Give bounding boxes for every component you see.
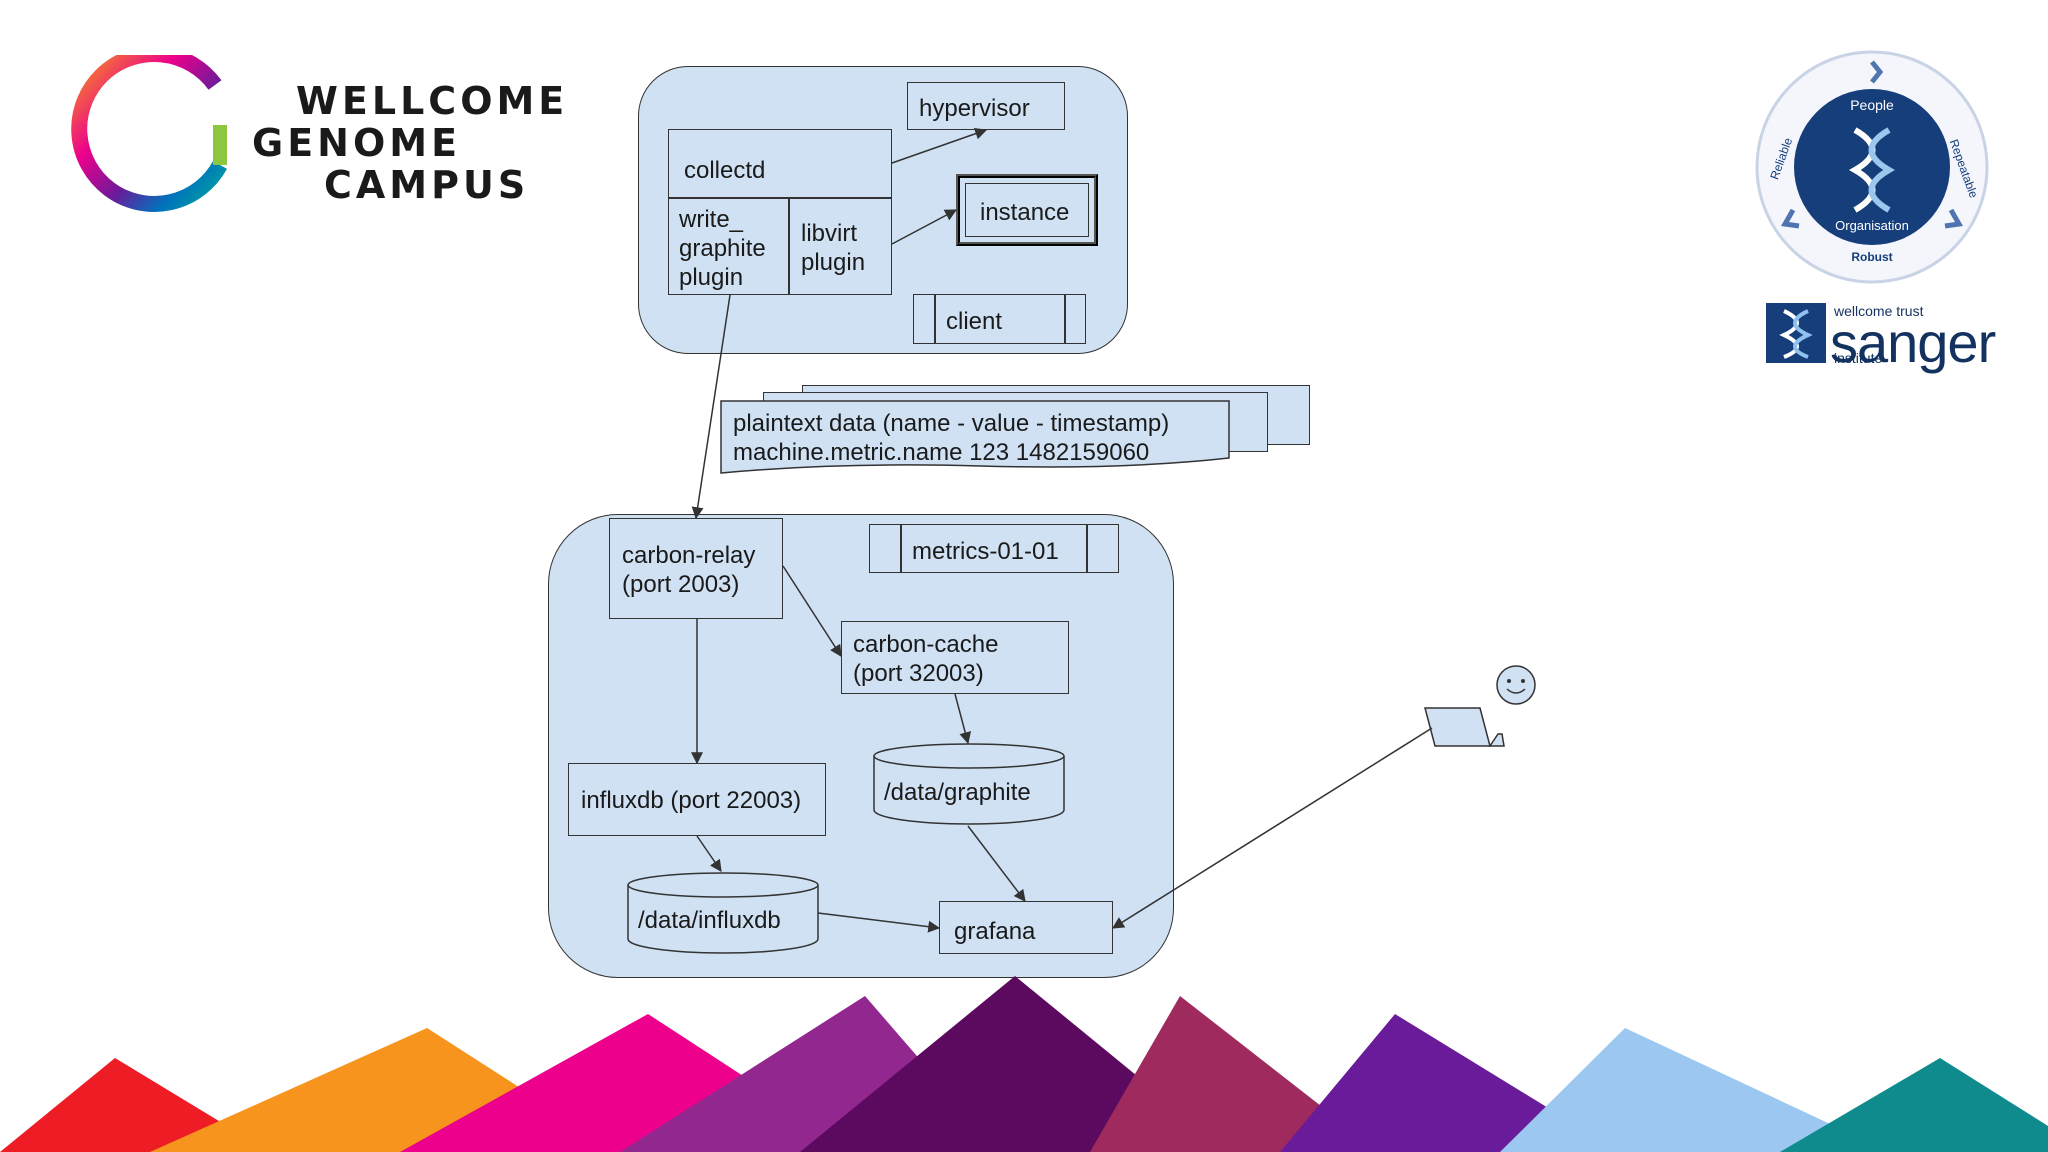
instance-box[interactable]: instance: [956, 174, 1098, 246]
values-badge-logo: People Repeatable Organisation Robust Re…: [1755, 50, 1989, 284]
sanger-dna-mark: [1766, 303, 1826, 363]
sanger-wordmark: sanger: [1830, 311, 1996, 374]
carbon-cache-box[interactable]: carbon-cache (port 32003): [841, 621, 1069, 694]
user-smiley-icon: [1496, 665, 1536, 705]
client-left-bar: [934, 295, 936, 343]
libvirt-to-instance-arrow: [891, 209, 958, 245]
metrics-right-bar: [1086, 525, 1088, 572]
collectd-label: collectd: [684, 157, 766, 184]
laptop-icon: [1424, 707, 1505, 747]
mountain-peak-9: [1780, 1058, 2048, 1152]
logo-text-line-3: CAMPUS: [324, 163, 530, 207]
write-plugin-line-3: plugin: [679, 264, 744, 291]
carbon-relay-line-2: (port 2003): [622, 571, 740, 598]
metrics-server-box[interactable]: metrics-01-01: [869, 524, 1119, 573]
carbon-relay-line-1: carbon-relay: [622, 542, 756, 569]
influx-storage-cylinder: [627, 872, 819, 954]
badge-word-people: People: [1850, 97, 1894, 113]
sanger-bottom-text: institute: [1834, 350, 1883, 366]
grafana-box[interactable]: grafana: [939, 901, 1113, 954]
instance-inner-frame: [965, 183, 1089, 237]
laptop-to-grafana-arrow: [1111, 727, 1433, 929]
plugin-divider: [788, 197, 790, 294]
collectd-box[interactable]: collectd write_ graphite plugin libvirt …: [668, 129, 892, 295]
libvirt-plugin-line-1: libvirt: [801, 220, 858, 247]
influx-store-to-grafana-arrow: [817, 912, 941, 933]
influxdb-box[interactable]: influxdb (port 22003): [568, 763, 826, 836]
data-note-line-1: plaintext data (name - value - timestamp…: [733, 410, 1170, 437]
data-note-front-sheet: [720, 400, 1230, 474]
carbon-relay-box[interactable]: carbon-relay (port 2003): [609, 518, 783, 619]
cache-to-graphite-store-arrow: [954, 693, 972, 745]
instance-label: instance: [980, 199, 1070, 226]
badge-word-organisation: Organisation: [1835, 218, 1909, 233]
client-right-bar: [1064, 295, 1066, 343]
metrics-server-label: metrics-01-01: [912, 538, 1059, 565]
graphite-storage-label: /data/graphite: [884, 779, 1031, 806]
data-note-line-2: machine.metric.name 123 1482159060: [733, 439, 1150, 466]
mountain-peak-8: [1500, 1028, 1890, 1152]
badge-word-robust: Robust: [1851, 250, 1892, 264]
client-box[interactable]: client: [913, 294, 1086, 344]
collectd-divider: [669, 197, 891, 199]
grafana-label: grafana: [954, 918, 1036, 945]
client-label: client: [946, 308, 1003, 335]
relay-to-cache-arrow: [782, 565, 842, 658]
metrics-left-bar: [900, 525, 902, 572]
write-plugin-line-1: write_: [679, 206, 744, 233]
write-plugin-to-relay-arrow: [691, 294, 731, 520]
libvirt-plugin-line-2: plugin: [801, 249, 866, 276]
mountain-banner-decoration: [0, 976, 2048, 1152]
wellcome-genome-campus-ring-logo: [71, 55, 228, 212]
logo-text-line-1: WELLCOME: [296, 79, 569, 123]
hypervisor-box[interactable]: hypervisor: [907, 82, 1065, 130]
graphite-storage-cylinder: [873, 743, 1065, 825]
hypervisor-label: hypervisor: [919, 95, 1030, 122]
carbon-cache-line-1: carbon-cache: [853, 631, 999, 658]
graphite-store-to-grafana-arrow: [967, 825, 1026, 902]
influxdb-label: influxdb (port 22003): [581, 787, 802, 814]
influx-storage-label: /data/influxdb: [638, 907, 781, 934]
collectd-to-hypervisor-arrow: [891, 127, 988, 164]
influxdb-to-store-arrow: [696, 835, 722, 872]
write-plugin-line-2: graphite: [679, 235, 766, 262]
carbon-cache-line-2: (port 32003): [853, 660, 984, 687]
sanger-top-text: wellcome trust: [1834, 303, 1924, 319]
logo-text-line-2: GENOME: [252, 121, 462, 165]
mountain-peak-6: [1090, 996, 1380, 1152]
